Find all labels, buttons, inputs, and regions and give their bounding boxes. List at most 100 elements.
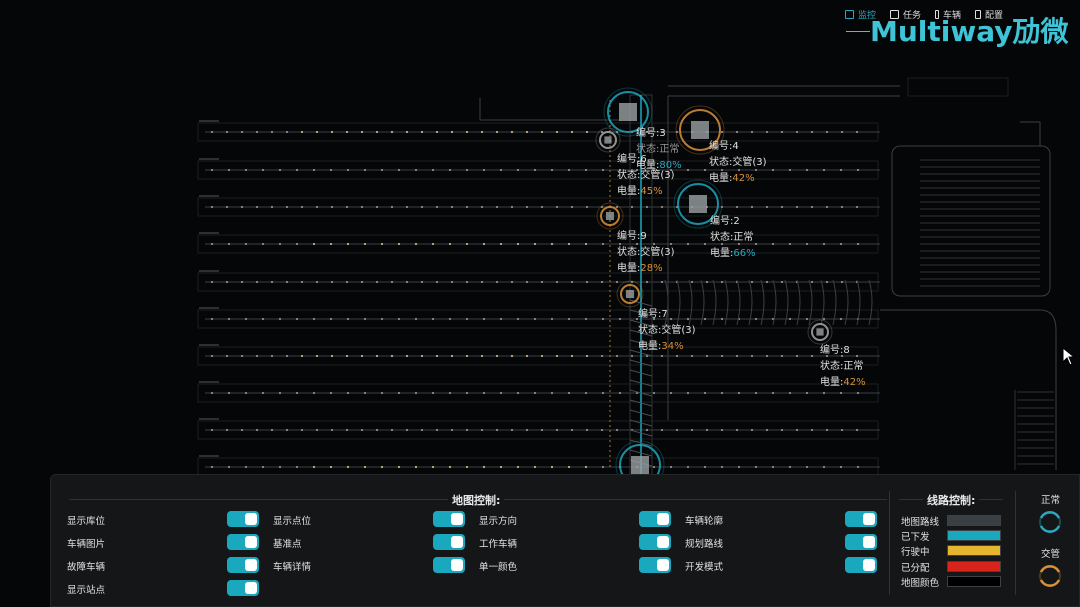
lane-tag xyxy=(199,270,219,272)
track-point xyxy=(567,317,571,321)
vehicle-status: 状态:交管(3) xyxy=(709,157,767,168)
vehicle-label-4[interactable]: 编号:4 状态:交管(3) 电量:42% xyxy=(709,139,767,187)
corridor-cross xyxy=(629,299,653,307)
nav-vehicle[interactable]: 车辆 xyxy=(935,6,961,22)
lane-tag xyxy=(199,381,219,383)
junction-curve xyxy=(844,279,849,326)
track-point xyxy=(805,168,809,172)
vehicle-glow xyxy=(596,202,624,230)
track-point xyxy=(618,168,622,172)
toggle-show-points[interactable] xyxy=(433,511,465,527)
track-point xyxy=(397,242,401,246)
track-point xyxy=(448,242,452,246)
toggle-planned-route[interactable] xyxy=(845,534,877,550)
legend-swatch-map-route[interactable] xyxy=(947,515,1001,526)
nav-settings[interactable]: 配置 xyxy=(975,6,1003,22)
nav-task[interactable]: 任务 xyxy=(890,6,921,22)
toggle-show-direction[interactable] xyxy=(639,511,671,527)
track-point xyxy=(346,317,350,321)
track-point xyxy=(465,280,469,284)
vehicle-ring xyxy=(811,323,829,341)
legend-swatch-driving[interactable] xyxy=(947,545,1001,556)
track-point xyxy=(360,130,364,134)
map-route-lines xyxy=(197,77,1057,477)
track-point xyxy=(210,317,214,321)
toggle-single-color[interactable] xyxy=(639,557,671,573)
track-point xyxy=(363,168,367,172)
toggle-reference-point[interactable] xyxy=(433,534,465,550)
track-point xyxy=(735,428,739,432)
status-normal-ring-icon xyxy=(1039,511,1061,533)
toggle-fault-vehicle[interactable] xyxy=(227,557,259,573)
track-point xyxy=(405,280,409,284)
track-point xyxy=(346,242,350,246)
vehicle-label-9[interactable]: 编号:9 状态:交管(3) 电量:28% xyxy=(617,229,675,277)
battery-value: 28% xyxy=(640,263,663,274)
toggle-vehicle-outline[interactable] xyxy=(845,511,877,527)
track-point xyxy=(516,242,520,246)
track-point xyxy=(737,391,741,395)
legend-swatch-allocated[interactable] xyxy=(947,561,1001,572)
track-point xyxy=(495,205,499,209)
track-point xyxy=(431,465,435,469)
track-point xyxy=(330,428,334,432)
track-point xyxy=(788,317,792,321)
toggle-label-dev-mode: 开发模式 xyxy=(685,562,724,573)
track-point xyxy=(510,280,514,284)
track-point xyxy=(315,354,319,358)
lane-tag xyxy=(199,232,219,234)
vehicle-label-8[interactable]: 编号:8 状态:正常 电量:42% xyxy=(820,343,866,391)
track-point xyxy=(435,428,439,432)
track-point xyxy=(345,354,349,358)
nav-label: 任务 xyxy=(903,10,922,21)
track-point xyxy=(810,280,814,284)
track-point xyxy=(380,168,384,172)
vehicle-id: 编号:9 xyxy=(617,231,647,242)
track-point xyxy=(780,428,784,432)
track-point xyxy=(516,317,520,321)
route-control-title: 线路控制: xyxy=(923,492,980,508)
track-point xyxy=(645,130,649,134)
toggle-show-slots[interactable] xyxy=(227,511,259,527)
vehicle-label-2[interactable]: 编号:2 状态:正常 电量:66% xyxy=(710,214,756,262)
vehicle-label-7[interactable]: 编号:7 状态:交管(3) 电量:34% xyxy=(638,307,696,355)
track-point xyxy=(345,428,349,432)
toggle-working-vehicle[interactable] xyxy=(639,534,671,550)
toggle-dev-mode[interactable] xyxy=(845,557,877,573)
toggle-label-vehicle-image: 车辆图片 xyxy=(67,539,106,550)
vehicle-label-3[interactable]: 编号:3 状态:正常 电量:80% xyxy=(636,126,682,174)
junction-curve xyxy=(712,279,717,326)
nav-monitor[interactable]: 监控 xyxy=(845,6,876,22)
track-point xyxy=(754,317,758,321)
toggle-vehicle-details[interactable] xyxy=(433,557,465,573)
toggle-show-stations[interactable] xyxy=(227,580,259,596)
track-point xyxy=(533,168,537,172)
track-point xyxy=(822,465,826,469)
track-point xyxy=(675,428,679,432)
legend-swatch-map-color[interactable] xyxy=(947,576,1001,587)
track-point xyxy=(295,391,299,395)
legend-swatch-dispatched[interactable] xyxy=(947,530,1001,541)
corridor-cross xyxy=(629,419,653,427)
track-point xyxy=(615,354,619,358)
vehicle-label-6[interactable]: 编号:6 状态:交管(3) 电量:45% xyxy=(617,152,675,200)
corridor-cross xyxy=(629,369,653,377)
track-point xyxy=(720,242,724,246)
junction-curve xyxy=(688,279,693,326)
track-point xyxy=(315,428,319,432)
track-point xyxy=(300,130,304,134)
track-point xyxy=(244,242,248,246)
track-point xyxy=(420,205,424,209)
junction-curve xyxy=(700,279,705,326)
track-point xyxy=(652,242,656,246)
battery-value: 42% xyxy=(843,377,866,388)
track-point xyxy=(720,317,724,321)
track-point xyxy=(771,391,775,395)
track-point xyxy=(375,130,379,134)
right-zone xyxy=(891,145,1051,297)
vehicle-ring xyxy=(600,206,620,226)
vehicle-body xyxy=(619,103,637,121)
toggle-vehicle-image[interactable] xyxy=(227,534,259,550)
track-point xyxy=(570,130,574,134)
